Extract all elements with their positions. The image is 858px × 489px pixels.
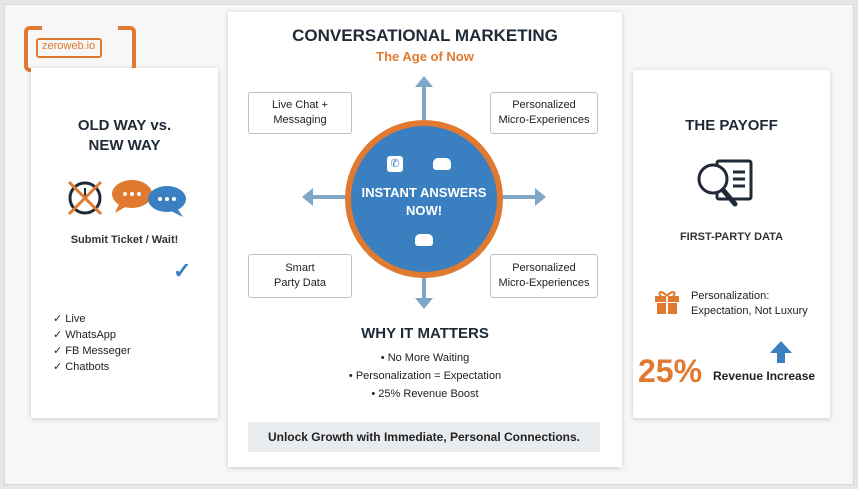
footer-banner: Unlock Growth with Immediate, Personal C… [248,422,600,452]
old-vs-new-card: OLD WAY vs. NEW WAY Submit Ticket / Wait… [31,68,218,418]
logo-text: zeroweb.io [42,40,96,52]
robot-icon [433,158,451,170]
channel-item: ✓ Chatbots [53,361,110,373]
old-way-caption: Submit Ticket / Wait! [70,234,179,246]
payoff-card: THE PAYOFF FIRST-PARTY DATA Personalizat… [633,70,830,418]
revenue-stat-label: Revenue Increase [713,369,816,383]
magnifier-document-icon [697,159,753,207]
why-item: • No More Waiting [380,352,470,364]
hub-text-line1: INSTANT ANSWERS [361,185,487,200]
robot-icon [415,234,433,246]
checkmark-icon: ✓ [173,258,192,283]
payoff-title: THE PAYOFF [685,117,778,134]
conversational-marketing-card: CONVERSATIONAL MARKETING The Age of Now … [228,12,622,467]
gift-icon [655,291,679,314]
up-arrow-icon [770,341,792,363]
why-item: • 25% Revenue Boost [371,388,479,400]
card-title-line1: OLD WAY vs. [77,117,172,134]
main-subtitle: The Age of Now [376,49,474,64]
personalization-text: Personalization: Expectation, Not Luxury [691,290,808,317]
why-it-matters-title: WHY IT MATTERS [361,325,489,342]
card-title-line2: NEW WAY [88,137,161,154]
first-party-data-label: FIRST-PARTY DATA [679,231,784,243]
channel-item: ✓ WhatsApp [53,329,117,341]
revenue-stat: 25% [638,353,703,389]
channel-item: ✓ Live [53,313,86,325]
channel-list: ✓ Live ✓ WhatsApp ✓ FB Messeger ✓ Chatbo… [53,311,131,375]
orange-chat-bubble-icon [112,180,152,213]
arrow-right [486,195,536,199]
box-live-chat: Live Chat +Messaging [248,92,352,134]
arrow-up [422,82,426,132]
instant-answers-hub: ✆ INSTANT ANSWERS NOW! [345,120,503,278]
crossed-clock-icon [67,180,103,216]
hub-text-line2: NOW! [405,203,443,218]
blue-chat-bubble-icon [148,186,186,217]
why-list: • No More Waiting • Personalization = Ex… [228,349,622,403]
arrow-left [312,195,362,199]
why-item: • Personalization = Expectation [348,370,502,382]
main-title: CONVERSATIONAL MARKETING [292,26,558,45]
zeroweb-logo: zeroweb.io [24,26,136,72]
channel-item: ✓ FB Messeger [53,345,131,357]
phone-icon: ✆ [387,156,403,172]
